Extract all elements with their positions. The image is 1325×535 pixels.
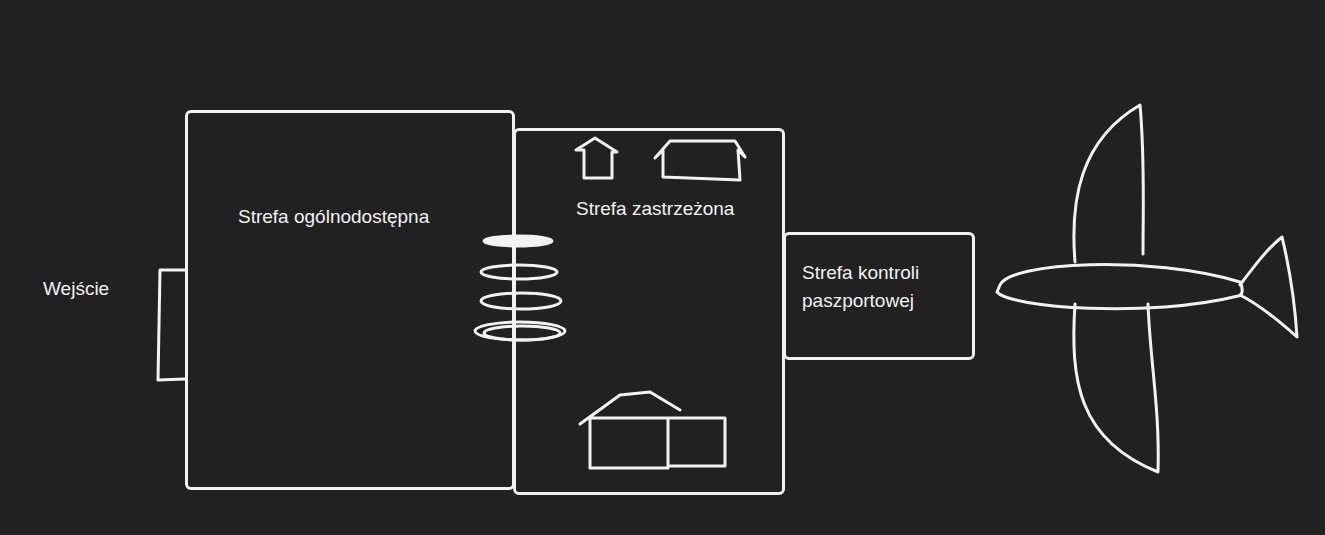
zone-label: Strefa zastrzeżona [576,195,766,223]
zone-label: Strefa ogólnodostępna [238,203,488,231]
entrance-label: Wejście [43,277,109,301]
airplane-drawing [997,105,1297,472]
zone-box: Strefa ogólnodostępna [185,110,515,490]
booth-icon [580,392,725,468]
zone-label: Strefa kontroli paszportowej [802,259,967,315]
turnstile-symbol [475,236,565,340]
zone-box: Strefa kontroli paszportowej [783,232,975,360]
booth-icon [655,141,745,180]
zone-box: Strefa zastrzeżona [513,128,785,495]
booth-icon [576,138,617,178]
entrance-door [158,270,185,380]
